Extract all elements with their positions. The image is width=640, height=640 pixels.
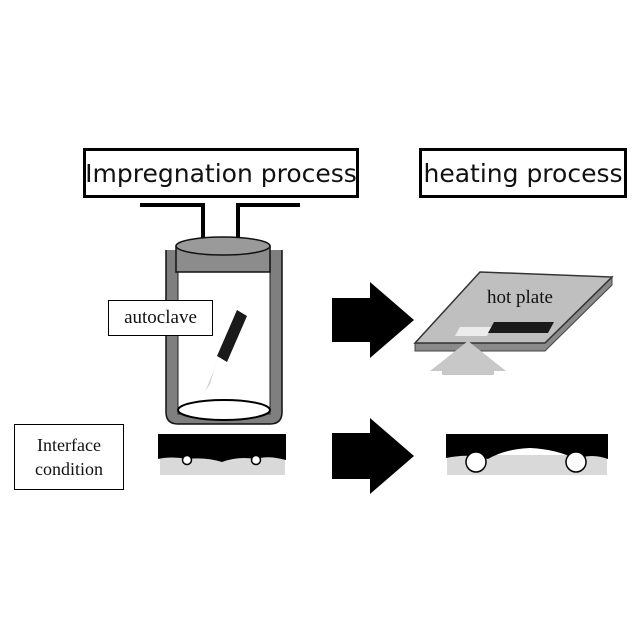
interface-label-line1: Interface bbox=[37, 433, 101, 457]
interface-before-bubble-right bbox=[252, 456, 261, 465]
interface-condition-label: Interface condition bbox=[14, 424, 124, 490]
vessel-lid-top bbox=[176, 237, 270, 255]
heat-up-arrow-stem bbox=[442, 363, 494, 375]
hot-plate-label: hot plate bbox=[487, 287, 553, 309]
heated-sample bbox=[488, 322, 554, 333]
heated-sample-shadow bbox=[455, 327, 492, 336]
vessel-bottom-ellipse bbox=[178, 400, 270, 420]
process-arrow-top bbox=[332, 282, 414, 358]
autoclave-label: autoclave bbox=[108, 300, 213, 336]
impregnation-process-title: Impregnation process bbox=[83, 148, 359, 198]
interface-after-bubble-right bbox=[566, 452, 586, 472]
heating-process-title: heating process bbox=[419, 148, 627, 198]
interface-after-bubble-left bbox=[466, 452, 486, 472]
interface-label-line2: condition bbox=[35, 457, 103, 481]
interface-before-bubble-left bbox=[183, 456, 192, 465]
interface-before bbox=[158, 434, 286, 475]
process-arrow-bottom bbox=[332, 418, 414, 494]
interface-after bbox=[446, 434, 608, 475]
